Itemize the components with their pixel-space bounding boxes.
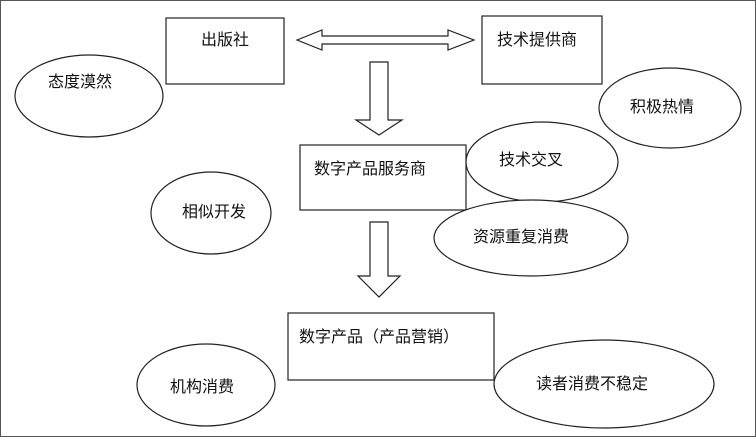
reader-label: 读者消费不稳定 — [536, 374, 648, 393]
service-provider-box — [299, 144, 467, 211]
ellipse-resource-dup — [433, 199, 629, 277]
ellipse-institution — [136, 343, 276, 427]
publisher-label: 出版社 — [201, 30, 249, 49]
ellipse-reader — [493, 339, 715, 429]
ellipse-similar-dev — [150, 171, 272, 255]
indifferent-label: 态度漠然 — [48, 72, 112, 91]
similar-dev-label: 相似开发 — [182, 202, 246, 221]
tech-provider-box — [481, 15, 603, 85]
tech-provider-label: 技术提供商 — [497, 30, 577, 49]
ellipse-indifferent — [14, 54, 164, 138]
tech-overlap-label: 技术交叉 — [499, 150, 563, 169]
enthusiastic-label: 积极热情 — [630, 97, 694, 116]
publisher-box — [165, 17, 285, 85]
service-provider-label: 数字产品服务商 — [314, 159, 426, 178]
product-box — [287, 312, 495, 381]
ellipse-enthusiastic — [598, 67, 742, 149]
resource-dup-label: 资源重复消费 — [473, 227, 569, 246]
product-label: 数字产品（产品营销） — [299, 327, 459, 346]
institution-label: 机构消费 — [170, 377, 234, 396]
down-arrow-2 — [356, 221, 402, 298]
double-arrow — [295, 29, 476, 51]
down-arrow-1 — [353, 61, 405, 136]
